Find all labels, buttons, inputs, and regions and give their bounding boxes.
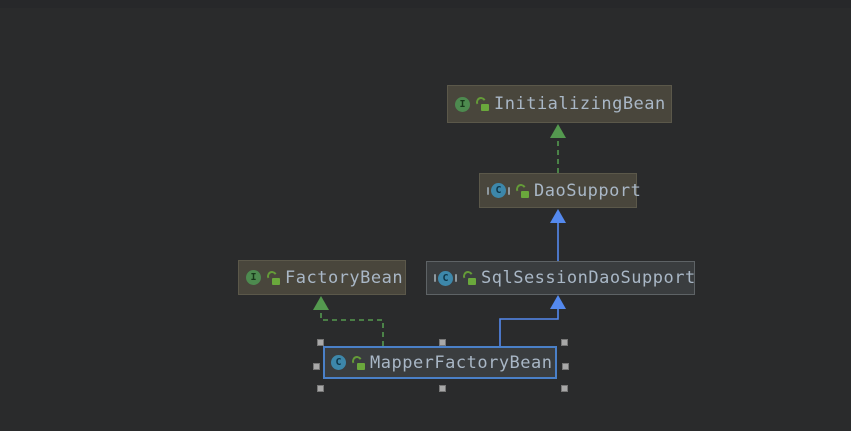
public-lock-icon	[265, 269, 280, 285]
arrowhead-icon	[550, 124, 566, 138]
public-lock-icon	[350, 354, 365, 370]
public-lock-icon	[514, 182, 529, 198]
node-initializingbean[interactable]: I InitializingBean	[447, 85, 672, 123]
interface-icon: I	[246, 270, 261, 285]
node-daosupport[interactable]: C DaoSupport	[479, 173, 641, 208]
selection-handle-middle-left[interactable]	[313, 363, 320, 370]
arrowhead-icon	[550, 209, 566, 223]
node-label: MapperFactoryBean	[370, 352, 553, 373]
edge-extends-sqlsessiondaosupport-daosupport[interactable]	[550, 209, 566, 261]
arrowhead-icon	[550, 295, 566, 309]
node-factorybean[interactable]: I FactoryBean	[238, 260, 406, 295]
selection-handle-top-right[interactable]	[561, 339, 568, 346]
abstract-class-icon: C	[487, 183, 510, 198]
top-edge-shadow	[0, 0, 851, 8]
selection-handle-top-middle[interactable]	[439, 339, 446, 346]
node-mapperfactorybean[interactable]: C MapperFactoryBean	[323, 346, 557, 379]
node-label: SqlSessionDaoSupport	[481, 268, 696, 288]
public-lock-icon	[461, 269, 476, 285]
selection-handle-middle-right[interactable]	[562, 363, 569, 370]
node-label: DaoSupport	[534, 180, 642, 201]
interface-icon: I	[455, 96, 470, 112]
node-label: FactoryBean	[285, 267, 404, 288]
selection-handle-bottom-middle[interactable]	[439, 385, 446, 392]
class-icon: C	[331, 355, 346, 370]
edge-extends-mapperfactorybean-sqlsessiondaosupport[interactable]	[499, 295, 566, 346]
edge-implements-mapperfactorybean-factorybean[interactable]	[313, 296, 384, 346]
arrowhead-icon	[313, 296, 329, 310]
selection-handle-bottom-right[interactable]	[561, 385, 568, 392]
selection-handle-bottom-left[interactable]	[317, 385, 324, 392]
abstract-class-icon: C	[434, 270, 457, 286]
edge-implements-daosupport-initializingbean[interactable]	[550, 124, 566, 173]
node-sqlsessiondaosupport[interactable]: C SqlSessionDaoSupport	[426, 261, 695, 295]
node-label: InitializingBean	[494, 94, 666, 114]
public-lock-icon	[474, 95, 489, 111]
selection-handle-top-left[interactable]	[317, 339, 324, 346]
